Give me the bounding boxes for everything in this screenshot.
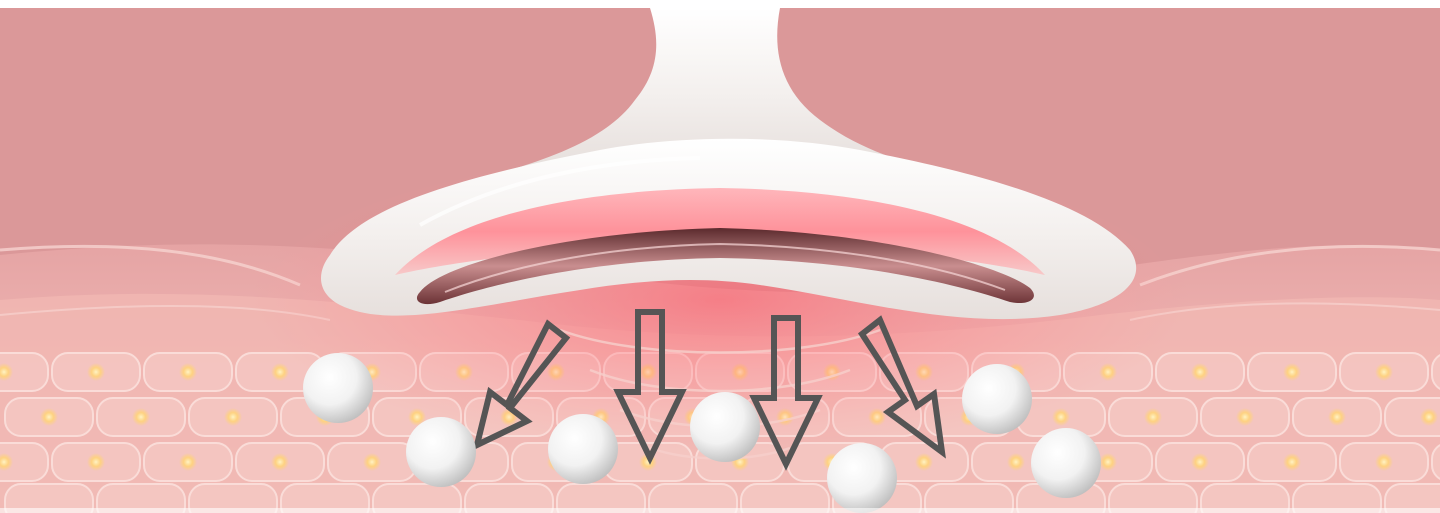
cell-nucleus	[1283, 363, 1301, 381]
ingredient-particle	[1031, 428, 1101, 498]
cell-nucleus	[132, 408, 150, 426]
cell-nucleus	[1007, 453, 1025, 471]
cell-nucleus	[1236, 408, 1254, 426]
cell-nucleus	[1328, 408, 1346, 426]
cell-nucleus	[1191, 363, 1209, 381]
cell-nucleus	[40, 408, 58, 426]
cell-nucleus	[179, 363, 197, 381]
cell-nucleus	[87, 363, 105, 381]
ingredient-particle	[406, 417, 476, 487]
ingredient-particle	[827, 443, 897, 513]
ingredient-particle	[962, 364, 1032, 434]
cell-nucleus	[1375, 363, 1393, 381]
cell-nucleus	[179, 453, 197, 471]
cell-nucleus	[1283, 453, 1301, 471]
ingredient-particle	[548, 414, 618, 484]
cell-nucleus	[1099, 453, 1117, 471]
cell-nucleus	[915, 453, 933, 471]
cell-nucleus	[87, 453, 105, 471]
cell-nucleus	[271, 453, 289, 471]
cell-nucleus	[363, 453, 381, 471]
cell-nucleus	[1420, 408, 1438, 426]
cell-nucleus	[224, 408, 242, 426]
cell-nucleus	[271, 363, 289, 381]
ingredient-particle	[303, 353, 373, 423]
cell-nucleus	[1191, 453, 1209, 471]
cell-nucleus	[1375, 453, 1393, 471]
ingredient-particle	[690, 392, 760, 462]
cell-nucleus	[1144, 408, 1162, 426]
cell-nucleus	[1052, 408, 1070, 426]
